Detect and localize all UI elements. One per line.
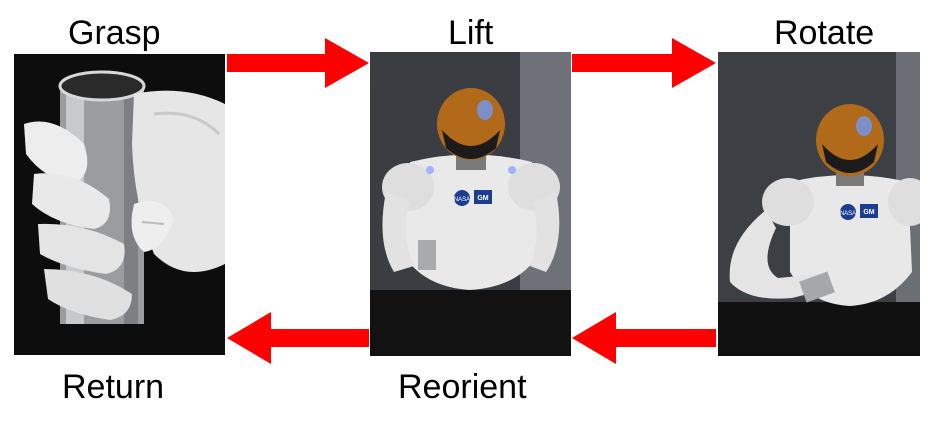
arrow-grasp-to-lift: [227, 38, 369, 88]
nasa-badge-text: NASA: [454, 197, 470, 203]
nasa-badge-text-2: NASA: [840, 211, 856, 217]
step-label-grasp: Grasp: [68, 14, 161, 52]
grasp-photo: [14, 54, 225, 355]
arrow-lift-to-rotate: [572, 38, 716, 88]
arrow-rotate-to-reorient: [572, 312, 716, 364]
lift-photo: NASA GM: [370, 52, 571, 356]
rotate-photo: NASA GM: [718, 52, 920, 356]
gm-badge-text: GM: [477, 195, 488, 202]
step-label-return: Return: [62, 368, 165, 406]
gm-badge-text-2: GM: [863, 209, 874, 216]
step-label-rotate: Rotate: [774, 14, 875, 52]
arrow-reorient-to-return: [227, 312, 369, 364]
step-label-reorient: Reorient: [398, 368, 527, 406]
step-label-lift: Lift: [448, 14, 494, 52]
